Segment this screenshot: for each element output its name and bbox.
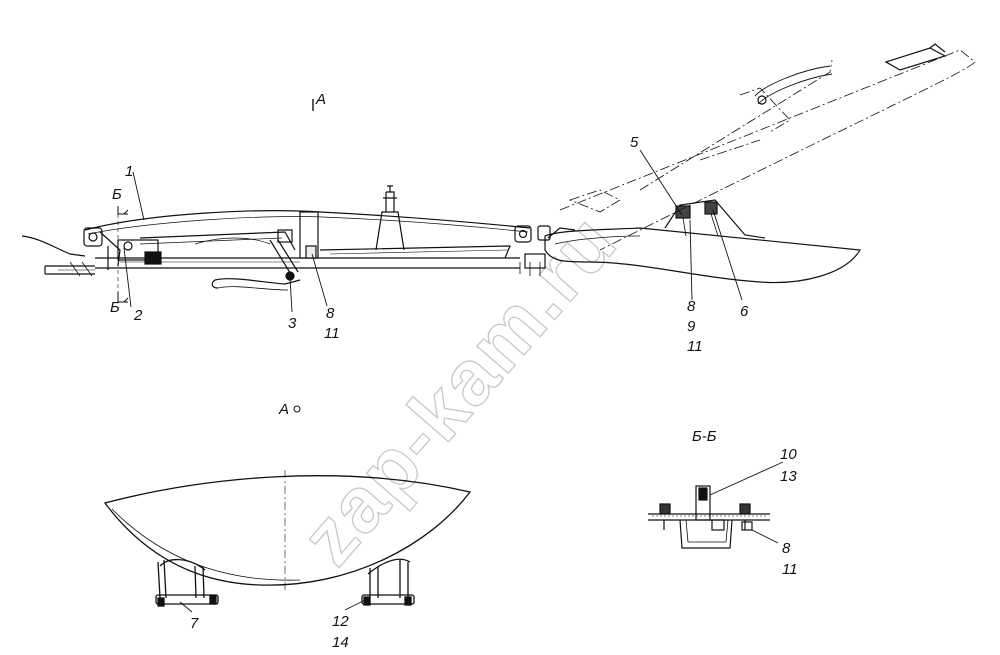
- watermark-text: zap-kam.ru: [284, 197, 634, 581]
- detail-view-a: [103, 405, 472, 607]
- callout-10: 10: [780, 446, 797, 463]
- section-b-b: [648, 485, 770, 549]
- callout-3: 3: [288, 315, 297, 332]
- section-marker-top: Б: [112, 186, 122, 203]
- callout-11-section: 11: [782, 561, 798, 578]
- callout-8-section: 8: [782, 540, 791, 557]
- detail-view-title: А: [278, 401, 289, 418]
- callout-14: 14: [332, 634, 349, 651]
- view-marker-a: A: [315, 91, 326, 108]
- callout-11-right: 11: [687, 338, 703, 355]
- callout-13: 13: [780, 468, 797, 485]
- callout-9: 9: [687, 318, 696, 335]
- callout-11-main: 11: [324, 325, 340, 342]
- main-assembly: [21, 99, 551, 303]
- callout-8-main: 8: [326, 305, 335, 322]
- leader-lines: [123, 149, 784, 613]
- watermark: zap-kam.ru: [283, 197, 634, 582]
- callout-12: 12: [332, 613, 349, 630]
- callout-8-right: 8: [687, 298, 696, 315]
- mirror-housing: [544, 43, 976, 284]
- section-marker-bottom: Б: [110, 299, 120, 316]
- callout-7: 7: [190, 615, 199, 632]
- section-view-title: Б-Б: [692, 428, 717, 445]
- callout-6: 6: [740, 303, 749, 320]
- labels: A Б Б 1 2 3 8 11 5 8 9 11 6 А 7 12 14 Б-…: [110, 91, 798, 651]
- callout-2: 2: [133, 307, 143, 324]
- callout-1: 1: [125, 163, 133, 180]
- callout-5: 5: [630, 134, 639, 151]
